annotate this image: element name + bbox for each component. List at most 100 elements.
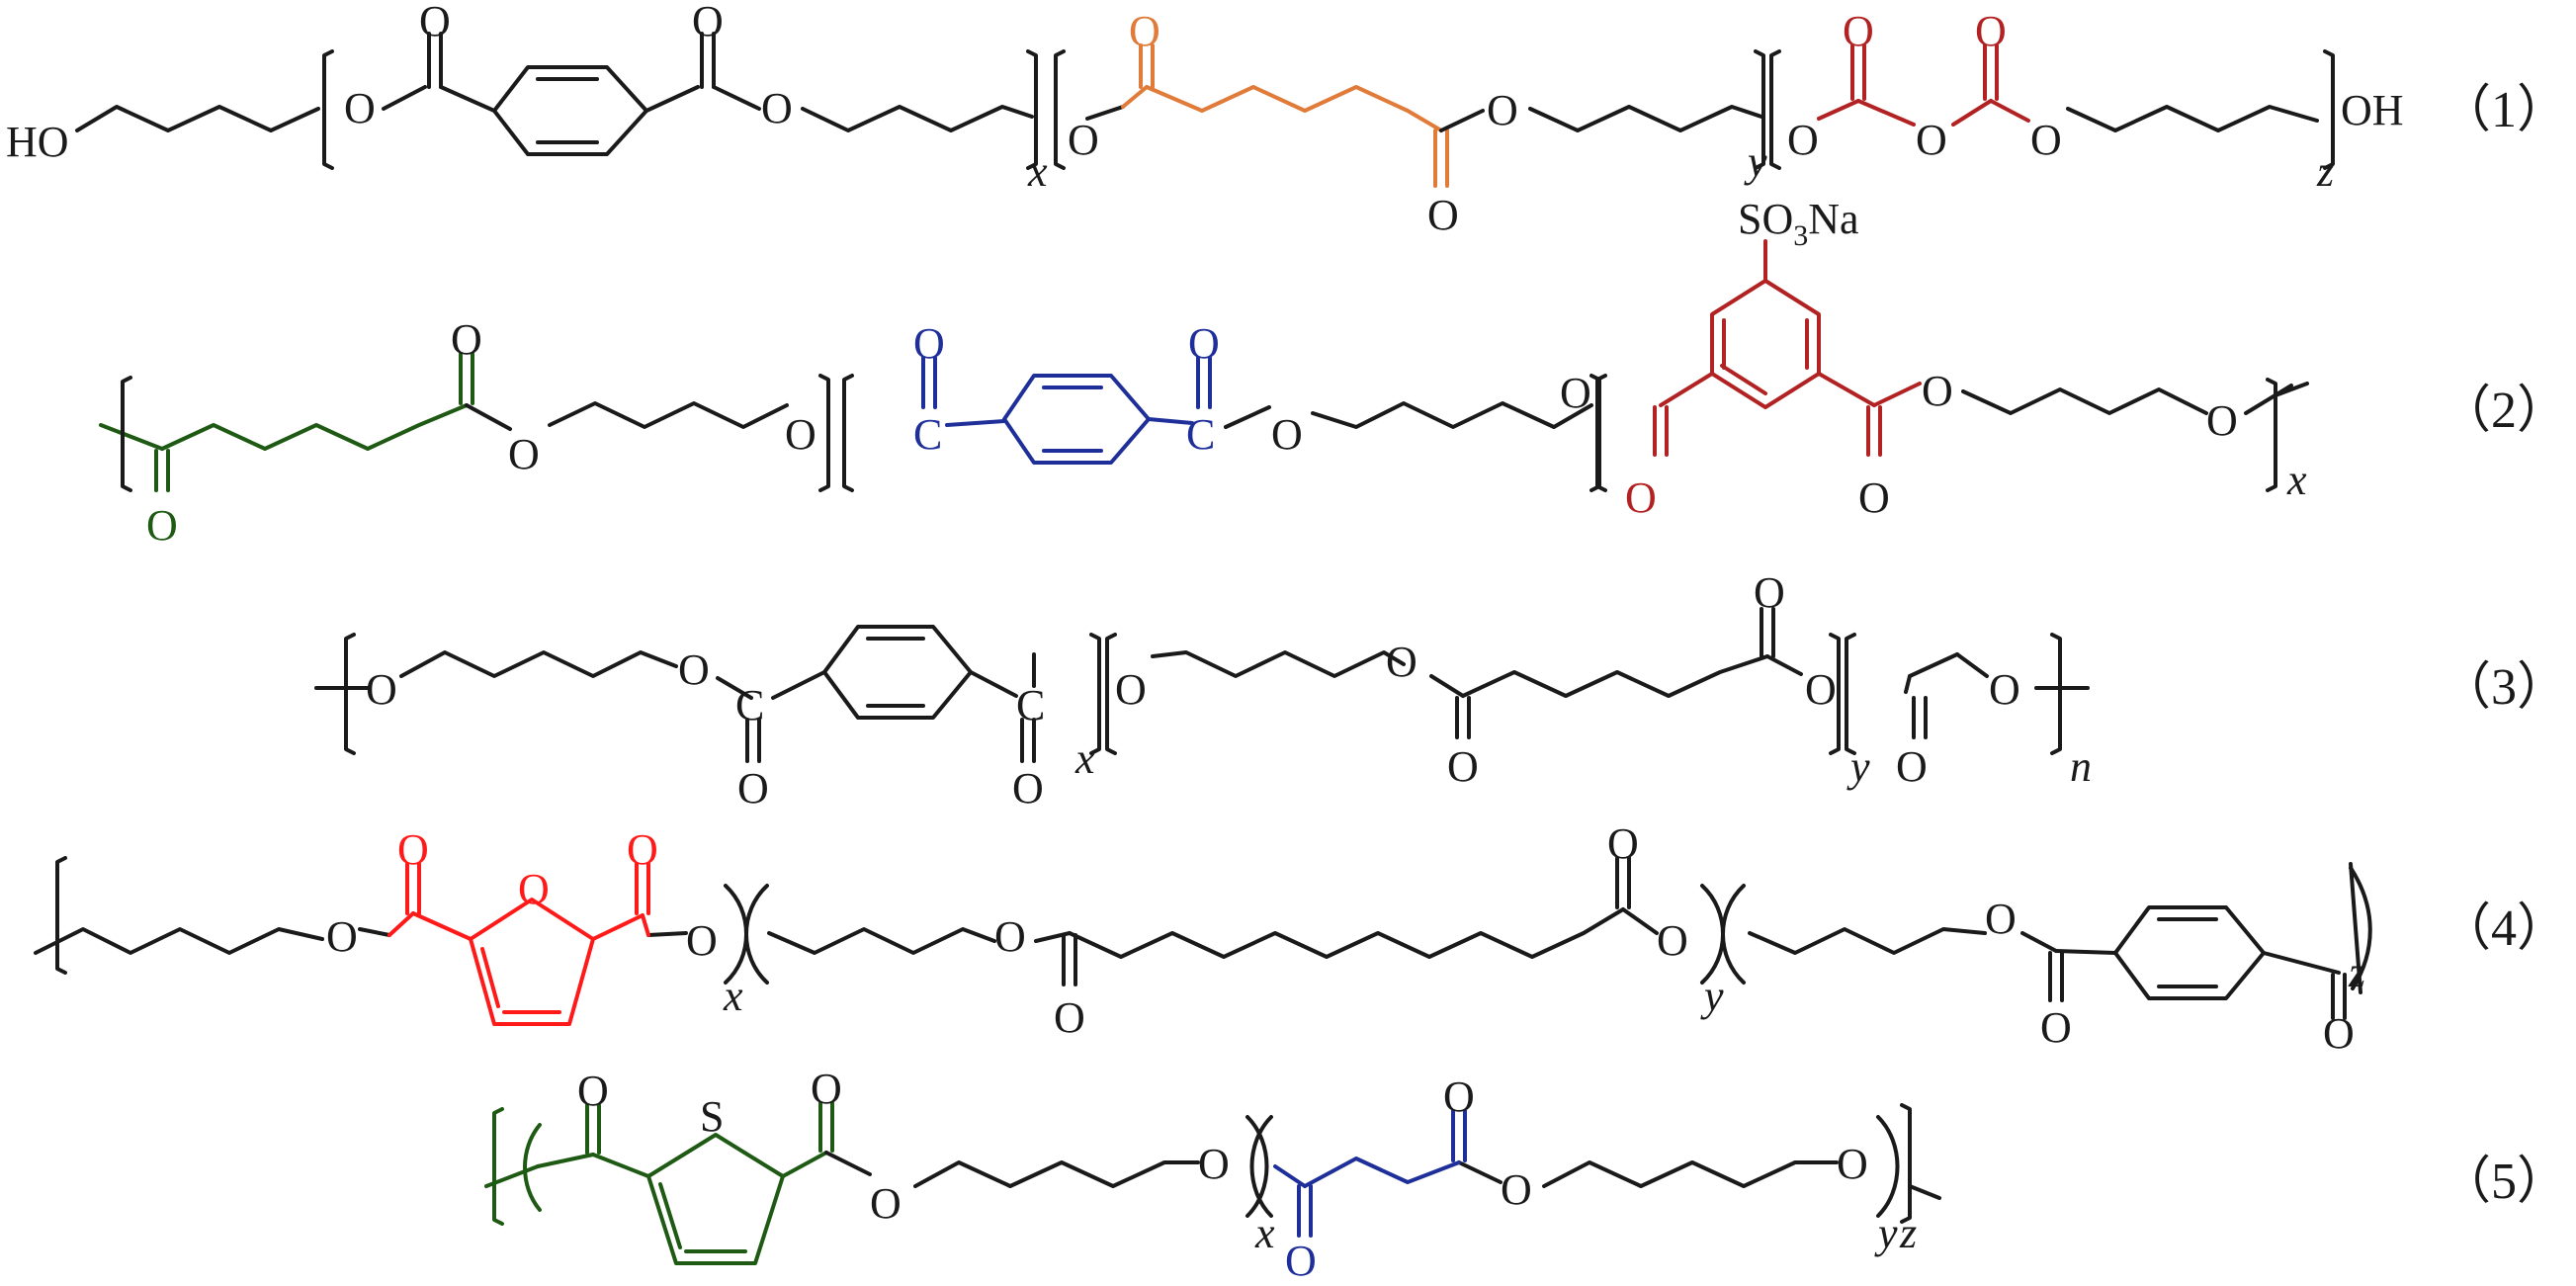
ether-oxygen-label: O bbox=[1989, 665, 2020, 714]
repeat-index-x: x bbox=[1027, 147, 1048, 196]
carbonyl-oxygen-label: O bbox=[2040, 1003, 2072, 1052]
ester-oxygen-label: O bbox=[1198, 1140, 1230, 1188]
carbonyl-oxygen-label: O bbox=[627, 825, 658, 874]
ester-oxygen-label: O bbox=[1271, 410, 1303, 459]
ester-oxygen-label: O bbox=[870, 1179, 902, 1228]
structure-4: O O O O O x O O O O y O O O z （4） bbox=[34, 819, 2568, 1058]
structure-number-4: （4） bbox=[2440, 900, 2568, 957]
carbonyl-carbon-label: C bbox=[1186, 410, 1215, 459]
structure-3: O O C O C O x O O O O O y O O n （3） bbox=[314, 568, 2568, 813]
ester-oxygen-label: O bbox=[344, 84, 376, 132]
ester-oxygen-label: O bbox=[761, 84, 793, 132]
structure-5: O S O O O x O O O O y z （5） bbox=[484, 1065, 2568, 1285]
ester-oxygen-label: O bbox=[1787, 116, 1819, 164]
structure-number-2: （2） bbox=[2440, 383, 2568, 439]
structure-2-adipate bbox=[99, 352, 474, 492]
structure-1: HO O O O O x O O O O y O O O O O z OH （1… bbox=[6, 0, 2568, 239]
structure-1-bonds-b bbox=[1439, 49, 2335, 170]
structure-4-labels: O O O O O x O O O O y O O O z bbox=[326, 819, 2365, 1058]
carbonyl-oxygen-label: O bbox=[913, 319, 945, 368]
hydroxyl-right-label: OH bbox=[2341, 86, 2404, 134]
ester-oxygen-label: O bbox=[508, 430, 540, 478]
ether-oxygen-label: O bbox=[366, 665, 397, 714]
carbonyl-oxygen-label: O bbox=[1754, 568, 1785, 617]
carbonyl-oxygen-label: O bbox=[1443, 1072, 1475, 1121]
structure-5-thiophene-dicarboxylate bbox=[484, 1101, 834, 1265]
structure-number-1: （1） bbox=[2440, 82, 2568, 138]
ester-oxygen-label: O bbox=[2030, 116, 2062, 164]
structure-5-labels: O S O O O x O O O O y z bbox=[577, 1065, 1917, 1285]
structure-2-terephthalate bbox=[921, 356, 1212, 465]
sulfonate-subscript: 3 bbox=[1793, 219, 1808, 252]
carbonyl-carbon-label: C bbox=[913, 410, 942, 459]
carbonyl-oxygen-label: O bbox=[811, 1065, 842, 1113]
bridging-oxygen-label: O bbox=[1916, 116, 1947, 164]
sulfonate-prefix: SO bbox=[1738, 195, 1793, 243]
furan-oxygen-label: O bbox=[518, 865, 550, 913]
structure-2-sulfoisophthalate bbox=[1653, 239, 1922, 457]
structure-3-bonds bbox=[314, 607, 2090, 763]
carbonyl-oxygen-label: O bbox=[577, 1067, 609, 1115]
structure-2: O O O O O C O C O O SO3Na O O O O x （2） bbox=[99, 195, 2568, 550]
ester-oxygen-label: O bbox=[2206, 396, 2238, 445]
structure-1-labels: HO O O O O x O O O O y O O O O O z OH bbox=[6, 0, 2404, 239]
structure-4-furandicarboxylate bbox=[387, 862, 650, 1026]
carbonyl-carbon-label: C bbox=[1016, 681, 1045, 729]
carbonyl-oxygen-label: O bbox=[1625, 473, 1657, 522]
structure-1-bonds bbox=[75, 32, 1125, 170]
ester-oxygen-label: O bbox=[326, 912, 358, 961]
ester-oxygen-label: O bbox=[1560, 369, 1591, 417]
carbonyl-oxygen-label: O bbox=[1896, 742, 1928, 791]
repeat-index-y: y bbox=[1846, 742, 1870, 791]
structure-number-5: （5） bbox=[2440, 1154, 2568, 1210]
carbonyl-oxygen-label: O bbox=[1447, 742, 1479, 791]
carbonyl-oxygen-label: O bbox=[692, 0, 724, 45]
carbonyl-oxygen-label: O bbox=[397, 825, 429, 874]
repeat-index-n: n bbox=[2070, 742, 2092, 791]
ester-oxygen-label: O bbox=[994, 912, 1026, 961]
ester-oxygen-label: O bbox=[1922, 367, 1953, 415]
carbonyl-oxygen-label: O bbox=[1129, 7, 1160, 55]
structure-1-adipate bbox=[1121, 43, 1449, 188]
ester-oxygen-label: O bbox=[1985, 895, 2017, 943]
carbonyl-oxygen-label: O bbox=[1607, 819, 1639, 868]
ester-oxygen-label: O bbox=[1386, 638, 1417, 686]
carbonyl-oxygen-label: O bbox=[2323, 1009, 2355, 1058]
repeat-index-x: x bbox=[2286, 456, 2307, 504]
repeat-index-x: x bbox=[1074, 734, 1095, 783]
ester-oxygen-label: O bbox=[1487, 86, 1518, 134]
carbonyl-oxygen-label: O bbox=[419, 0, 451, 45]
structure-2-labels: O O O O O C O C O O SO3Na O O O O x bbox=[146, 195, 2307, 550]
repeat-index-y: y bbox=[1700, 972, 1724, 1020]
structure-5-bonds bbox=[824, 1103, 1941, 1224]
structure-1-carbonate bbox=[1817, 43, 2030, 127]
carbonyl-oxygen-label: O bbox=[737, 764, 769, 813]
carbonyl-oxygen-label: O bbox=[1054, 993, 1085, 1042]
hydroxyl-left-label: HO bbox=[6, 118, 69, 166]
carbonyl-oxygen-label: O bbox=[1427, 191, 1459, 239]
thiophene-sulfur-label: S bbox=[700, 1092, 724, 1141]
repeat-index-y: y bbox=[1744, 137, 1767, 186]
repeat-index-z: z bbox=[1899, 1209, 1917, 1257]
ester-oxygen-label: O bbox=[1068, 116, 1099, 164]
carbonyl-oxygen-label: O bbox=[1975, 7, 2007, 55]
sulfonate-suffix: Na bbox=[1808, 195, 1858, 243]
carbonyl-oxygen-label: O bbox=[1843, 7, 1874, 55]
ester-oxygen-label: O bbox=[1115, 665, 1147, 714]
ester-oxygen-label: O bbox=[678, 645, 710, 694]
carbonyl-oxygen-label: O bbox=[451, 315, 482, 364]
structure-2-bonds-b bbox=[1961, 387, 2208, 415]
repeat-index-z: z bbox=[2316, 147, 2334, 196]
sodium-sulfonate-label: SO3Na bbox=[1738, 195, 1859, 252]
structure-4-bonds bbox=[34, 856, 2372, 1020]
ester-oxygen-label: O bbox=[686, 916, 718, 965]
ester-oxygen-label: O bbox=[1501, 1165, 1532, 1214]
ester-oxygen-label: O bbox=[785, 410, 816, 459]
carbonyl-carbon-label: C bbox=[735, 681, 764, 729]
carbonyl-oxygen-label: O bbox=[1858, 473, 1890, 522]
ester-oxygen-label: O bbox=[1657, 916, 1688, 965]
repeat-index-y: y bbox=[1874, 1209, 1898, 1257]
ester-oxygen-label: O bbox=[1805, 665, 1837, 714]
structure-5-succinate bbox=[1273, 1109, 1467, 1238]
